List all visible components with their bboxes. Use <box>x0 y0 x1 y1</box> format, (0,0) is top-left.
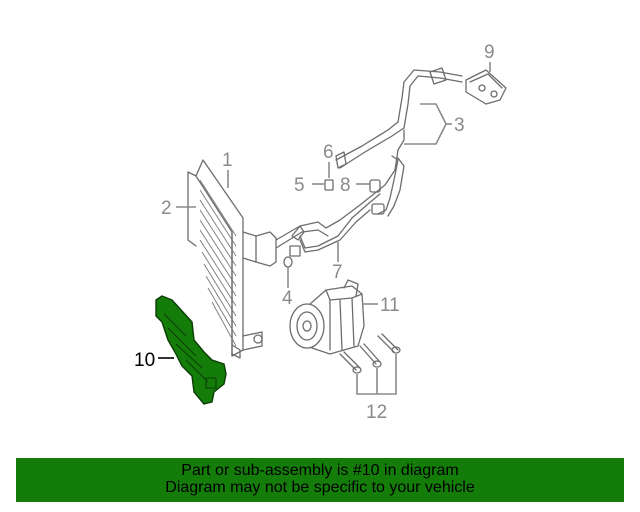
callout-numbers: 1 2 3 4 5 6 7 8 9 10 11 12 <box>134 42 495 423</box>
callout-10[interactable]: 10 <box>134 350 155 371</box>
callout-11[interactable]: 11 <box>380 295 400 316</box>
callout-7[interactable]: 7 <box>332 262 343 283</box>
compressor <box>289 279 365 355</box>
expansion-valve <box>465 69 507 105</box>
callout-9[interactable]: 9 <box>484 42 495 63</box>
highlighted-part-10 <box>155 295 227 405</box>
refrigerant-lines <box>275 67 463 257</box>
fittings <box>283 179 334 268</box>
callout-8[interactable]: 8 <box>340 175 351 196</box>
bolts <box>339 333 401 374</box>
callout-3[interactable]: 3 <box>454 115 465 136</box>
callout-6[interactable]: 6 <box>323 142 334 163</box>
banner-line-2: Diagram may not be specific to your vehi… <box>165 479 475 496</box>
callout-5[interactable]: 5 <box>294 175 305 196</box>
condenser <box>187 159 277 359</box>
callout-4[interactable]: 4 <box>282 288 293 309</box>
leader-lines <box>158 62 491 395</box>
callout-2[interactable]: 2 <box>161 198 172 219</box>
info-banner: Part or sub-assembly is #10 in diagram D… <box>16 458 624 502</box>
parts-diagram: 1 2 3 4 5 6 7 8 9 10 11 12 <box>134 42 507 423</box>
callout-1[interactable]: 1 <box>222 150 233 171</box>
callout-12[interactable]: 12 <box>366 402 387 423</box>
banner-line-1: Part or sub-assembly is #10 in diagram <box>181 462 459 479</box>
